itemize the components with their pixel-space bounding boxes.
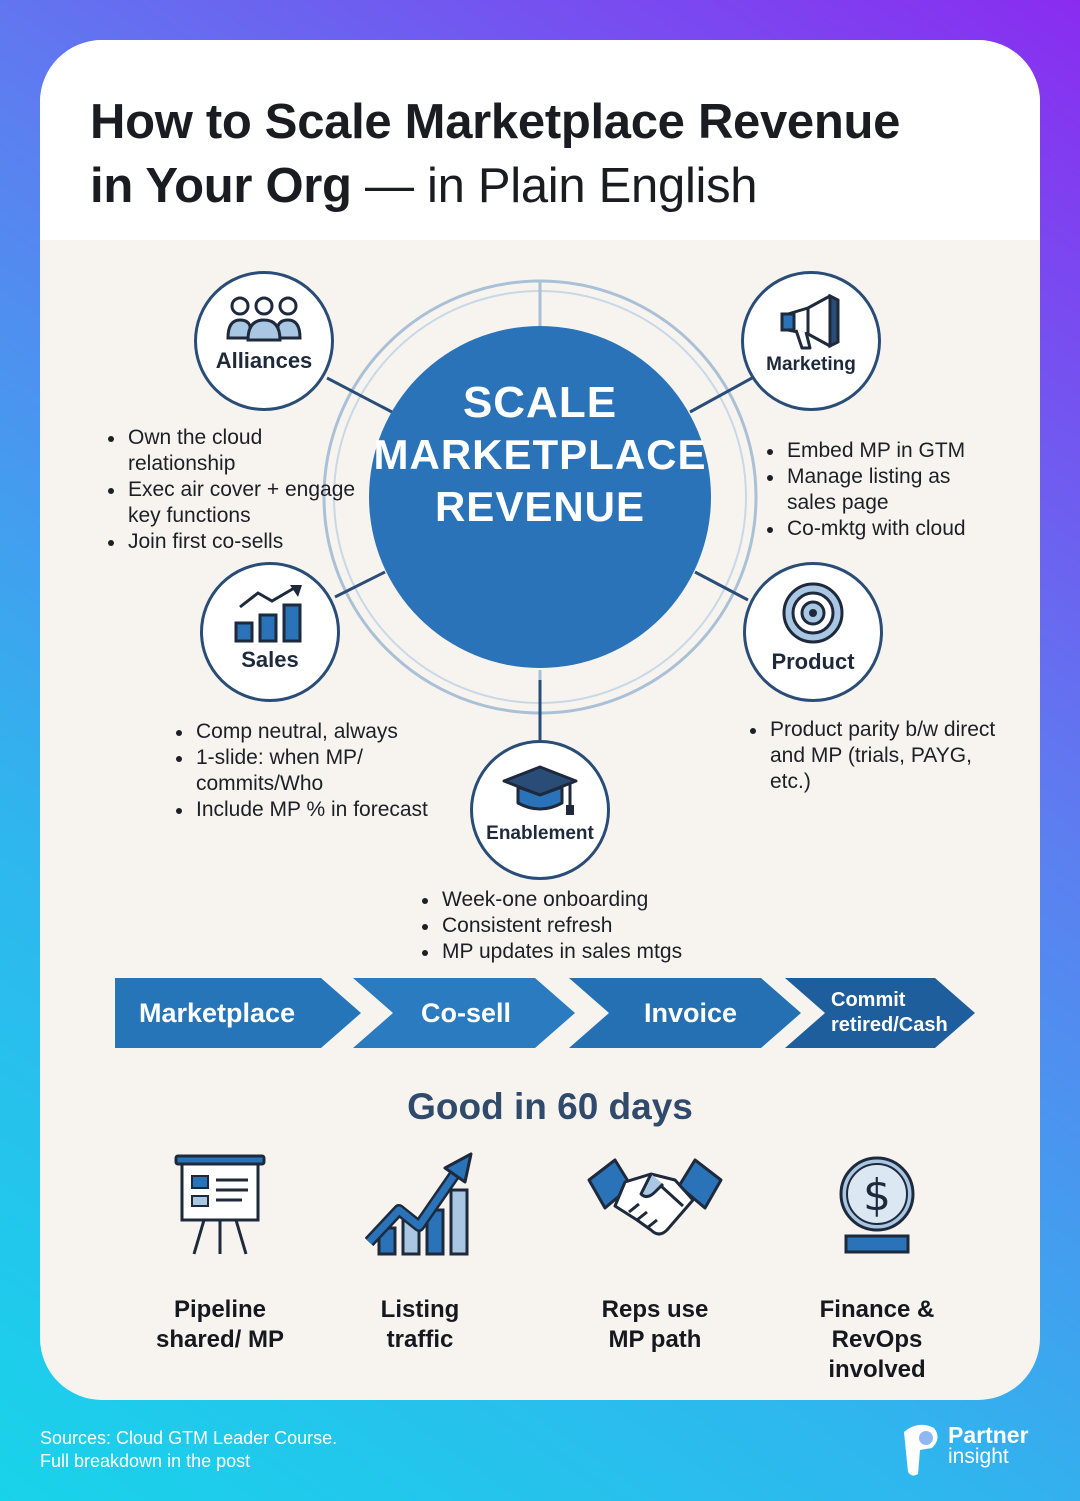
list-item: Manage listing as sales page: [765, 464, 1005, 516]
hub-diagram: [322, 279, 758, 745]
node-product-label: Product: [771, 649, 855, 674]
spoke-product: [694, 570, 749, 602]
list-item: Embed MP in GTM: [765, 438, 1005, 464]
outcome-line: shared/ MP: [155, 1326, 285, 1353]
list-item: Week-one onboarding: [420, 887, 740, 913]
node-alliances: Alliances: [194, 271, 334, 411]
infographic-card: How to Scale Marketplace Revenue in Your…: [40, 40, 1040, 1400]
brand-line2: insight: [948, 1445, 1009, 1468]
node-sales: Sales: [200, 562, 340, 702]
outcome-line: RevOps: [831, 1326, 923, 1353]
brand-line1: Partner: [948, 1422, 1029, 1448]
list-item: Comp neutral, always: [174, 719, 434, 745]
list-item: Consistent refresh: [420, 913, 740, 939]
node-marketing-label: Marketing: [766, 354, 856, 375]
outcome-line: involved: [828, 1356, 926, 1383]
growth-chart-icon: [365, 1152, 473, 1256]
node-enablement: Enablement: [470, 740, 610, 880]
spoke-marketing: [689, 376, 753, 414]
flow-step-invoice: Invoice: [569, 978, 801, 1048]
flow-step-commit-line2: retired/Cash: [831, 1014, 948, 1036]
presentation-board-icon: [174, 1154, 266, 1255]
header: How to Scale Marketplace Revenue in Your…: [40, 40, 1040, 240]
sources-footer: Sources: Cloud GTM Leader Course. Full b…: [40, 1427, 337, 1473]
outcome-listing: Listing traffic: [310, 1150, 530, 1353]
handshake-icon: [587, 1158, 723, 1236]
partner-insight-logo-icon: [904, 1424, 938, 1476]
outcome-line: Reps use: [601, 1296, 709, 1323]
process-flow: Marketplace Co-sell Invoice Commit retir…: [115, 978, 975, 1048]
outcome-pipeline: Pipeline shared/ MP: [110, 1150, 330, 1353]
list-item: MP updates in sales mtgs: [420, 939, 740, 965]
outcomes-title: Good in 60 days: [407, 1086, 693, 1127]
outcome-reps: Reps use MP path: [545, 1150, 765, 1353]
svg-text:$: $: [863, 1170, 891, 1221]
brand-logo: Partner insight: [896, 1420, 1046, 1480]
bar-chart-icon: [234, 585, 302, 643]
hub-label: SCALE MARKETPLACE REVENUE: [370, 325, 710, 585]
outcome-line: Finance &: [819, 1296, 935, 1323]
list-item: 1-slide: when MP/ commits/Who: [174, 745, 434, 797]
list-item: Include MP % in forecast: [174, 797, 434, 823]
flow-step-commit: Commit retired/Cash: [785, 978, 975, 1048]
outcome-line: Pipeline: [173, 1296, 267, 1323]
sales-bullets: Comp neutral, always 1-slide: when MP/ c…: [174, 719, 434, 823]
spoke-sales: [334, 570, 386, 599]
outcome-line: Listing: [380, 1296, 460, 1323]
page-title: How to Scale Marketplace Revenue in Your…: [90, 90, 1010, 218]
list-item: Own the cloud relationship: [106, 425, 356, 477]
outcome-listing-label: Listing traffic: [310, 1295, 530, 1355]
outcome-finance-label: Finance & RevOps involved: [767, 1295, 987, 1385]
alliances-bullets: Own the cloud relationship Exec air cove…: [106, 425, 356, 555]
enablement-bullets: Week-one onboarding Consistent refresh M…: [420, 887, 740, 965]
outcome-pipeline-label: Pipeline shared/ MP: [110, 1295, 330, 1355]
people-group-icon: [226, 296, 302, 342]
marketing-bullets: Embed MP in GTM Manage listing as sales …: [765, 438, 1005, 542]
hub-line3: REVENUE: [434, 483, 646, 530]
sources-line2: Full breakdown in the post: [40, 1451, 251, 1471]
spoke-alliances: [326, 376, 393, 414]
megaphone-icon: [780, 294, 840, 350]
node-product: Product: [743, 562, 883, 702]
outcome-reps-label: Reps use MP path: [545, 1295, 765, 1355]
title-thin: — in Plain English: [365, 159, 758, 213]
flow-step-co-sell: Co-sell: [353, 978, 575, 1048]
target-icon: [782, 582, 844, 644]
node-marketing: Marketing: [741, 271, 881, 411]
node-sales-label: Sales: [241, 647, 299, 672]
sources-line1: Sources: Cloud GTM Leader Course.: [40, 1428, 338, 1448]
graduation-cap-icon: [502, 765, 578, 815]
list-item: Exec air cover + engage key functions: [106, 477, 356, 529]
hub-line1: SCALE: [462, 378, 618, 427]
product-bullets: Product parity b/w direct and MP (trials…: [748, 717, 1010, 795]
hub-circle: [369, 326, 711, 668]
brand-text: Partner insight: [948, 1424, 1029, 1468]
title-bold-line1: How to Scale Marketplace Revenue: [90, 95, 901, 149]
outcome-line: MP path: [608, 1326, 702, 1353]
list-item: Join first co-sells: [106, 529, 356, 555]
flow-step-marketplace: Marketplace: [115, 978, 361, 1048]
list-item: Product parity b/w direct and MP (trials…: [748, 717, 1010, 795]
flow-step-commit-line1: Commit: [831, 989, 906, 1011]
outcome-line: traffic: [386, 1326, 454, 1353]
node-alliances-label: Alliances: [215, 348, 313, 373]
title-bold-line2: in Your Org: [90, 159, 352, 213]
list-item: Co-mktg with cloud: [765, 516, 1005, 542]
outcome-finance: $ Finance & RevOps involved: [767, 1150, 987, 1383]
hub-line2: MARKETPLACE: [373, 431, 707, 478]
node-enablement-label: Enablement: [486, 823, 594, 844]
dollar-coin-icon: $: [839, 1156, 915, 1254]
